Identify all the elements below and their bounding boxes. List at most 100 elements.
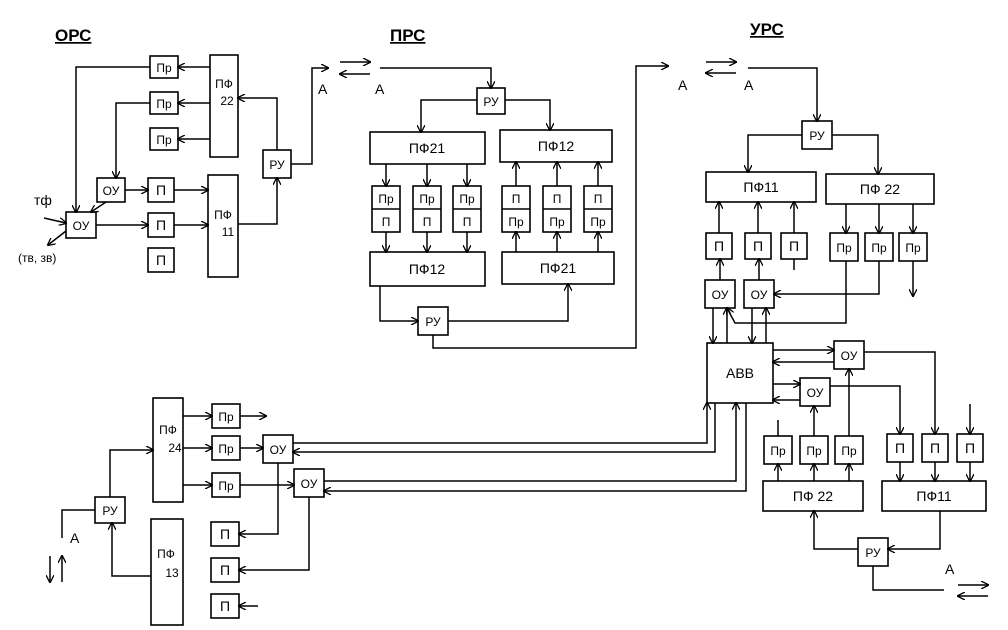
svg-text:Пр: Пр [378,192,394,206]
svg-text:Пр: Пр [549,215,565,229]
svg-text:П: П [220,598,230,614]
urs-connections [706,62,988,596]
svg-text:24: 24 [168,441,182,455]
urs-pf11-bottom: ПФ11 [881,480,987,512]
prs-pf12-bottom: ПФ12 [369,251,486,287]
urs-pr-4: Пр [763,435,793,465]
svg-text:ОУ: ОУ [270,443,287,457]
svg-text:ПФ21: ПФ21 [540,260,576,276]
prs-pf21-bottom: ПФ21 [501,251,615,285]
ors-pf22: ПФ 22 [209,54,239,158]
urs-a-label-3: А [945,561,955,577]
prs-connections [379,66,668,349]
bl-a-label: А [70,530,80,546]
svg-text:Пр: Пр [871,241,887,255]
svg-text:РУ: РУ [865,546,881,560]
svg-text:П: П [463,215,472,229]
urs-a-label-2: А [744,77,754,93]
svg-text:П: П [753,238,763,254]
svg-text:ПФ 22: ПФ 22 [860,181,900,197]
bl-l-2: П [210,557,240,583]
svg-text:22: 22 [220,94,234,108]
ors-p-3: П [147,247,175,273]
svg-text:П: П [220,562,230,578]
bl-pf24: ПФ 24 [152,397,184,503]
svg-text:АВВ: АВВ [726,365,754,381]
urs-pr-6: Пр [834,435,864,465]
urs-pf22-bottom: ПФ 22 [762,480,864,512]
svg-text:П: П [512,192,521,206]
svg-text:ПФ11: ПФ11 [743,179,778,195]
svg-text:Пр: Пр [218,479,234,493]
ors-pr-2: Пр [149,91,179,115]
svg-text:Пр: Пр [218,442,234,456]
ors-pf11: ПФ 11 [207,174,239,278]
svg-text:Пр: Пр [841,444,857,458]
svg-text:Пр: Пр [508,215,524,229]
svg-text:РУ: РУ [269,158,285,172]
prs-ppr-2: ППр [542,185,572,233]
urs-avv: АВВ [706,342,774,404]
svg-text:ПФ11: ПФ11 [916,488,951,504]
urs-p-1: П [705,232,733,260]
ors-te-zv-label: (тв, зв) [18,251,56,265]
svg-text:П: П [965,440,975,456]
svg-text:РУ: РУ [809,129,825,143]
svg-text:ОУ: ОУ [301,477,318,491]
urs-a-label-1: А [678,77,688,93]
svg-text:Пр: Пр [770,444,786,458]
bl-ou-2: ОУ [293,468,325,498]
svg-text:П: П [156,217,166,233]
urs-ru-top: РУ [801,120,833,150]
svg-text:П: П [156,182,166,198]
svg-text:П: П [930,440,940,456]
svg-text:П: П [382,215,391,229]
prs-prp-1: ПрП [371,185,401,233]
svg-text:13: 13 [165,566,179,580]
prs-prp-2: ПрП [412,185,442,233]
svg-text:Пр: Пр [156,133,172,147]
svg-text:ПФ12: ПФ12 [409,261,445,277]
svg-text:П: П [895,440,905,456]
svg-text:Пр: Пр [836,241,852,255]
prs-ppr-3: ППр [583,185,613,233]
prs-a-label: А [375,81,385,97]
ors-ru: РУ [262,149,292,179]
urs-ru-bottom: РУ [857,537,889,567]
svg-text:Пр: Пр [419,192,435,206]
bl-l-1: П [210,521,240,547]
ors-p-2: П [147,212,175,238]
svg-text:Пр: Пр [156,97,172,111]
svg-text:ОУ: ОУ [712,288,729,302]
svg-text:ПФ21: ПФ21 [409,140,445,156]
svg-text:Пр: Пр [459,192,475,206]
bl-pr-1: Пр [211,403,241,429]
svg-text:П: П [714,238,724,254]
urs-p-3: П [780,232,808,260]
svg-text:П: П [220,526,230,542]
ors-a-label: А [318,81,328,97]
bl-pr-2: Пр [211,435,241,461]
svg-text:ОУ: ОУ [807,386,824,400]
urs-ou-2: ОУ [743,279,775,309]
ors-ou-1: ОУ [96,177,126,203]
section-prs: ПРС [390,26,425,45]
svg-text:Пр: Пр [218,410,234,424]
svg-text:11: 11 [222,225,235,239]
svg-text:ПФ12: ПФ12 [538,138,574,154]
prs-ppr-1: П Пр [501,185,531,233]
urs-ou-4: ОУ [799,377,831,407]
svg-text:ОУ: ОУ [841,349,858,363]
svg-text:ОУ: ОУ [103,184,120,198]
section-ors: ОРС [55,26,91,45]
prs-ru-bottom: РУ [417,306,449,336]
svg-text:П: П [156,252,166,268]
urs-l-3: П [956,433,984,463]
svg-text:Пр: Пр [590,215,606,229]
urs-pr-1: Пр [829,232,859,262]
prs-pf12-top: ПФ12 [499,129,613,163]
svg-text:Пр: Пр [806,444,822,458]
ors-p-1: П [147,177,175,203]
svg-text:ПФ: ПФ [157,547,175,561]
svg-text:ПФ: ПФ [214,208,232,222]
